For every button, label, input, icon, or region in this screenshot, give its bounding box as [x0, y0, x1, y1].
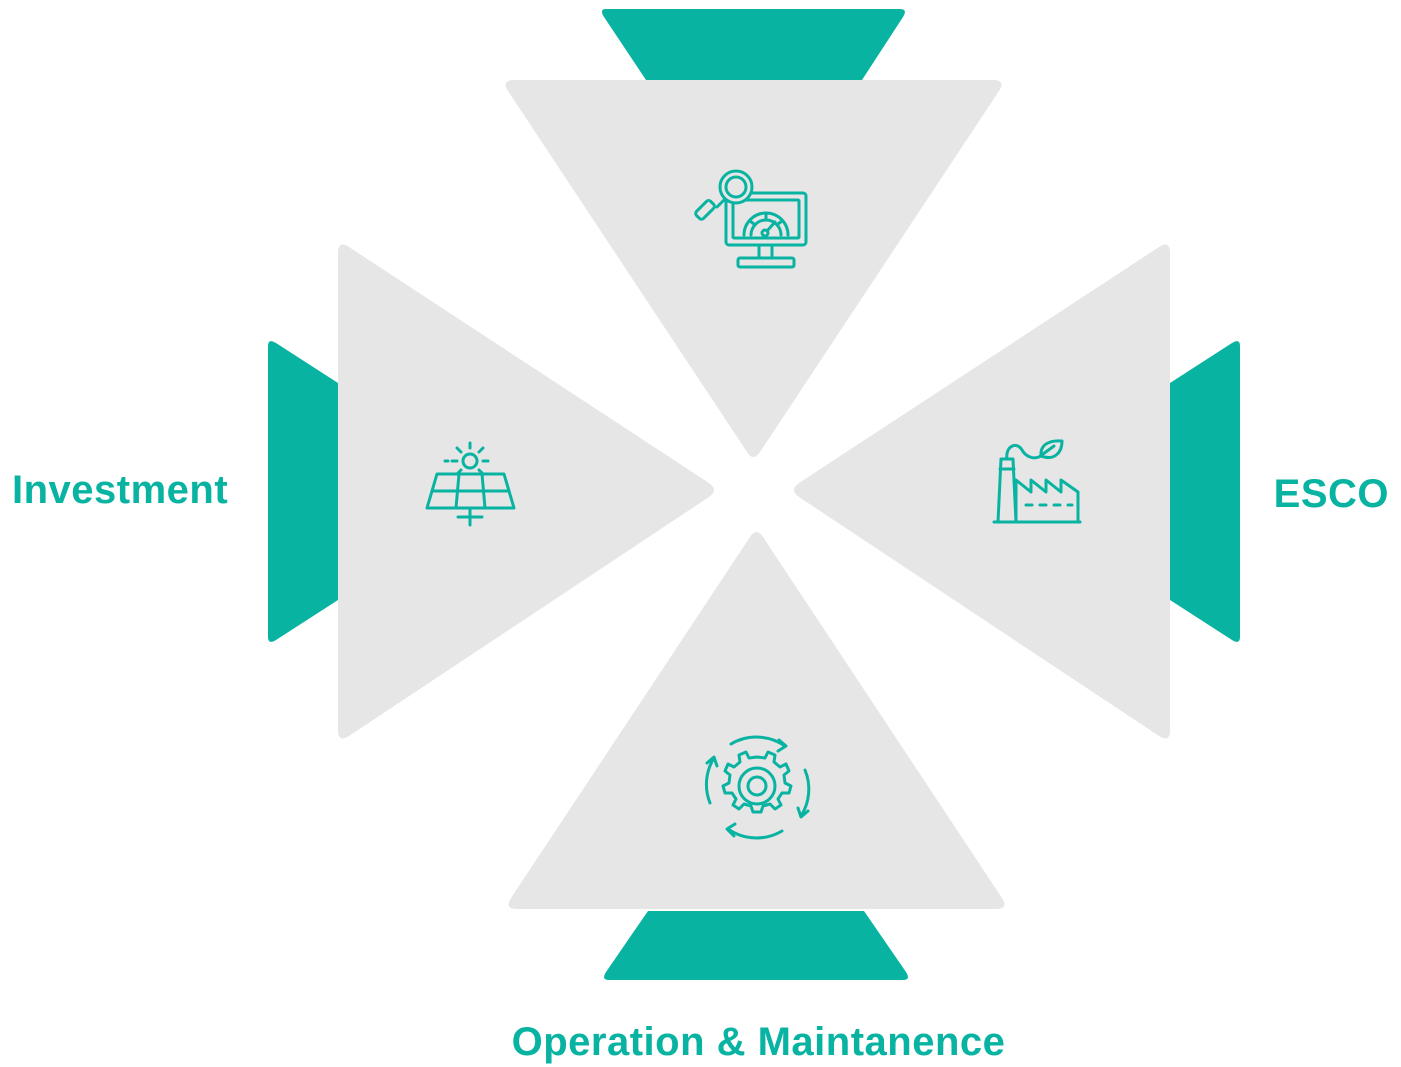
bottom-triangle-panel [508, 532, 1005, 909]
right-accent-tab [1170, 341, 1240, 642]
right-triangle-panel [794, 244, 1170, 739]
gear-cycle-icon [704, 735, 811, 840]
esco-label: ESCO [1273, 472, 1389, 516]
solar-panel-icon [425, 441, 516, 527]
bottom-accent-tab [604, 911, 908, 980]
monitoring-dashboard-icon [694, 169, 808, 269]
left-triangle-panel [338, 244, 714, 739]
eco-factory-icon [992, 439, 1082, 524]
operation-maintenance-label: Operation & Maintanence [511, 1020, 1006, 1064]
top-accent-tab [601, 9, 905, 80]
left-accent-tab [268, 341, 338, 642]
investment-label: Investment [12, 468, 229, 512]
